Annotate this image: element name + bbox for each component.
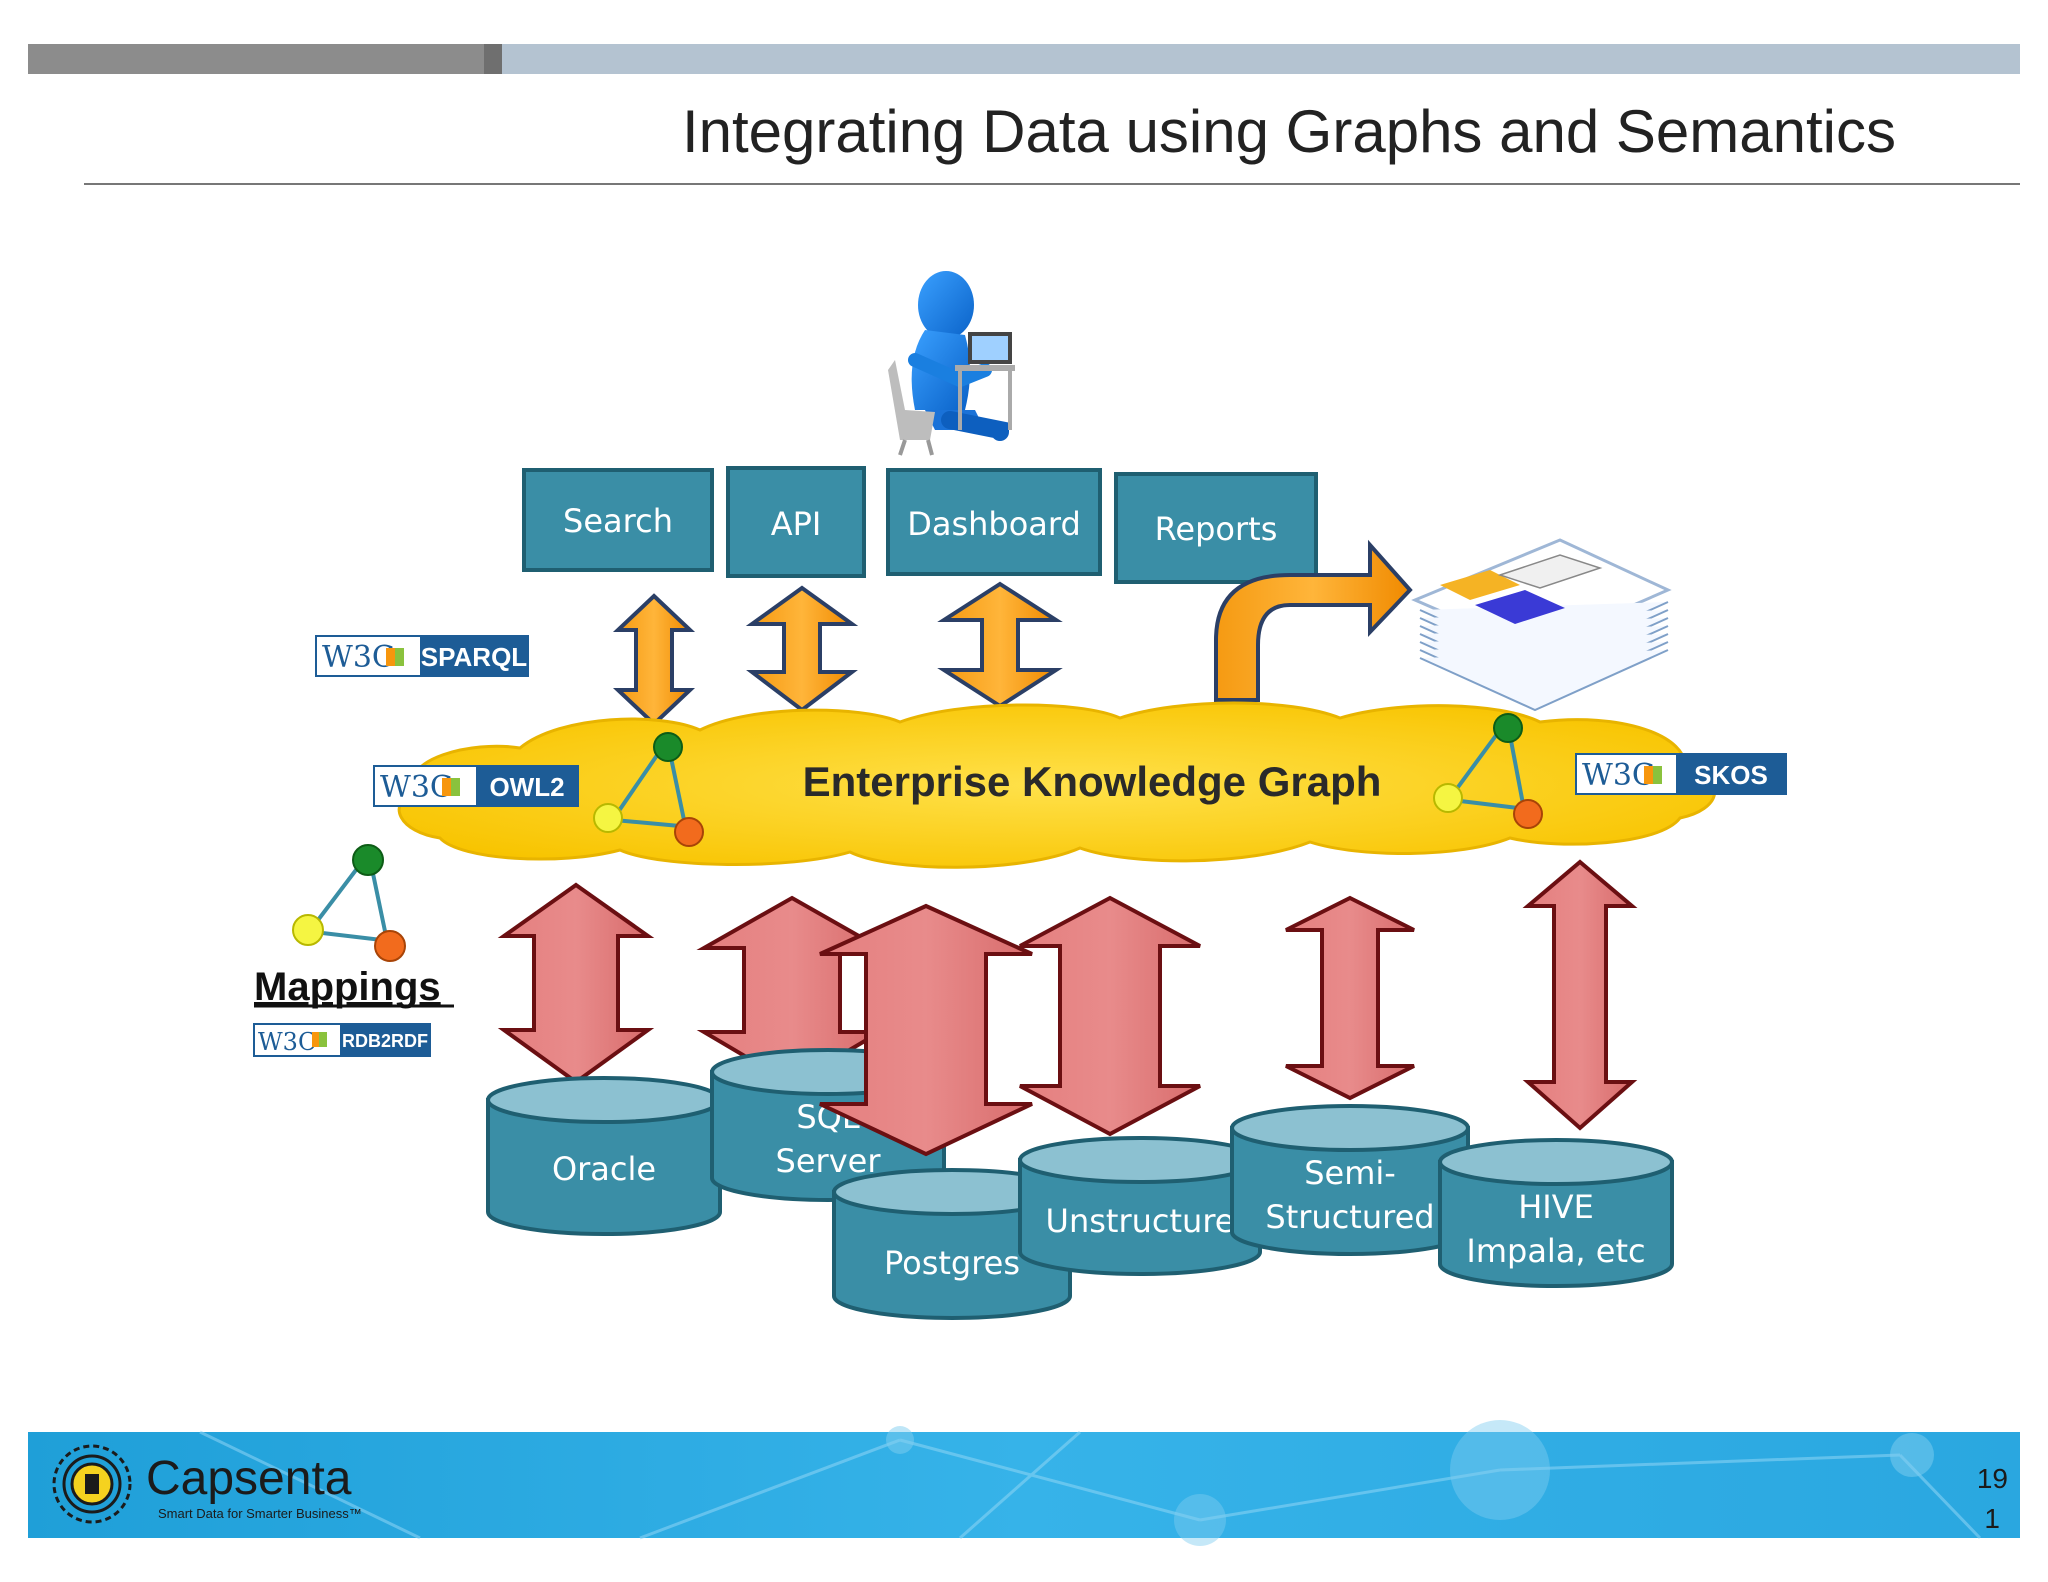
footer-band (28, 1420, 2020, 1546)
db-oracle[interactable]: Oracle (486, 1076, 722, 1236)
report-documents-icon (1411, 538, 1672, 712)
app-box-search[interactable]: Search (522, 468, 714, 572)
w3c-logo-text: W3C (380, 770, 453, 805)
capsenta-logo-icon (52, 1444, 132, 1524)
graph-triangle-icon-left (593, 732, 704, 847)
app-label-reports: Reports (1155, 510, 1278, 548)
db-label-unstructured: Unstructure (1046, 1202, 1235, 1240)
reports-output-arrow (1214, 539, 1413, 702)
db-label-postgres: Postgres (884, 1244, 1020, 1282)
user-at-computer-icon (888, 271, 1015, 456)
w3c-logo-text: W3C (258, 1028, 316, 1056)
app-label-api: API (771, 505, 822, 543)
red-arrow-semistructured (1285, 895, 1415, 1101)
header-bar-light (502, 44, 2020, 74)
db-label-semi-2: Structured (1265, 1198, 1434, 1236)
owl2-label: OWL2 (489, 772, 564, 802)
red-arrow-unstructured (1019, 895, 1201, 1137)
footer-tagline: Smart Data for Smarter Business™ (158, 1506, 362, 1521)
db-semistructured[interactable]: Semi- Structured (1230, 1104, 1470, 1256)
graph-triangle-icon-right (1433, 713, 1543, 829)
db-postgres[interactable]: Postgres (832, 1168, 1072, 1320)
app-label-search: Search (563, 502, 673, 540)
mappings-label: Mappings (254, 965, 441, 1009)
red-arrow-postgres (819, 903, 1033, 1157)
orange-arrow-search (612, 593, 696, 727)
orange-arrow-api (745, 585, 859, 713)
rdb2rdf-label: RDB2RDF (342, 1031, 428, 1051)
knowledge-graph-cloud: Enterprise Knowledge Graph (397, 701, 1717, 869)
page-number-2: 1 (1984, 1503, 2000, 1534)
db-unstructured[interactable]: Unstructure (1018, 1136, 1262, 1276)
w3c-owl2-badge: W3C OWL2 (373, 765, 579, 807)
mappings-graph-icon (292, 844, 406, 962)
header-bar-sep (484, 44, 502, 74)
w3c-logo-text: W3C (1582, 758, 1655, 793)
page-number-1: 19 (1977, 1463, 2008, 1494)
w3c-logo-text: W3C (322, 640, 395, 675)
red-arrow-hive (1522, 859, 1638, 1131)
app-box-dashboard[interactable]: Dashboard (886, 468, 1102, 576)
footer-brand: Capsenta (146, 1452, 352, 1505)
db-label-semi-1: Semi- (1304, 1154, 1396, 1192)
app-box-reports[interactable]: Reports (1114, 472, 1318, 584)
header-bar-dark (28, 44, 484, 74)
db-label-hive-1: HIVE (1518, 1188, 1594, 1226)
red-arrow-oracle (497, 882, 655, 1085)
db-label-hive-2: Impala, etc (1466, 1232, 1645, 1270)
w3c-rdb2rdf-badge: W3C RDB2RDF (253, 1023, 431, 1057)
db-hive[interactable]: HIVE Impala, etc (1438, 1138, 1674, 1288)
db-label-oracle: Oracle (552, 1150, 656, 1188)
orange-arrow-dashboard (937, 581, 1063, 709)
slide-title: Integrating Data using Graphs and Semant… (682, 98, 1896, 165)
w3c-skos-badge: W3C SKOS (1575, 753, 1787, 795)
db-label-sqlserver-2: Server (776, 1142, 882, 1180)
knowledge-graph-label: Enterprise Knowledge Graph (803, 758, 1382, 805)
app-label-dashboard: Dashboard (907, 505, 1081, 543)
skos-label: SKOS (1694, 760, 1768, 790)
sparql-label: SPARQL (421, 642, 528, 672)
w3c-sparql-badge: W3C SPARQL (315, 635, 529, 677)
app-box-api[interactable]: API (726, 466, 866, 578)
